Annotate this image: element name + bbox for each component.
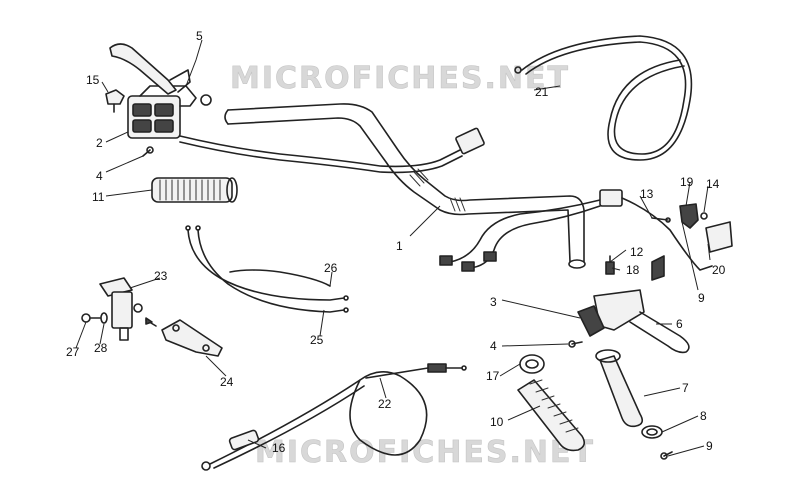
callout-24: 23 (154, 269, 168, 283)
choke-cables (185, 225, 349, 313)
callout-26: 25 (310, 333, 324, 347)
throttle-ring (641, 425, 663, 439)
callout-14: 13 (640, 187, 654, 201)
callout-21: 20 (712, 263, 726, 277)
lower-cable (201, 363, 467, 471)
callout-2: 2 (96, 136, 103, 150)
screw-upper (142, 146, 154, 157)
callout-6: 5 (196, 29, 203, 43)
right-grip (517, 379, 586, 452)
small-clip (105, 89, 125, 113)
callout-3: 3 (490, 295, 497, 309)
callout-1: 1 (396, 239, 403, 253)
left-switch-assembly (127, 85, 212, 139)
callout-7: 7 (682, 381, 689, 395)
washer (519, 354, 545, 374)
stop-switch (605, 255, 665, 281)
callout-4-upper: 4 (96, 169, 103, 183)
callout-17: 16 (272, 441, 286, 455)
callout-10: 9 (698, 291, 705, 305)
mounting-bracket (145, 317, 223, 357)
brake-switch-bracket (651, 203, 733, 253)
callout-16: 15 (86, 73, 100, 87)
choke-lever (81, 277, 143, 341)
throttle-cable-upper (514, 35, 693, 161)
handlebar (224, 103, 586, 269)
callout-5: 6 (676, 317, 683, 331)
callout-19: 18 (626, 263, 640, 277)
callout-18: 17 (486, 369, 500, 383)
callout-27: 26 (324, 261, 338, 275)
clutch-lever (109, 43, 191, 95)
callout-11: 10 (490, 415, 504, 429)
end-screw (660, 451, 673, 460)
watermark-top: MICROFICHES.NET (230, 61, 570, 96)
callout-12: 11 (92, 190, 105, 204)
center-wiring-harness (439, 189, 713, 272)
callout-15: 14 (706, 177, 720, 191)
throttle-tube (595, 349, 644, 428)
left-grip (151, 177, 238, 203)
leader-lines (75, 39, 711, 457)
callout-25: 24 (220, 375, 234, 389)
callout-4-lower: 4 (490, 339, 497, 353)
callout-23: 22 (378, 397, 392, 411)
callout-labels: 5 15 2 4 11 21 1 13 19 14 20 9 12 18 3 4… (66, 29, 726, 455)
right-brake-lever-assembly (577, 289, 690, 354)
watermark-bottom: MICROFICHES.NET (255, 435, 595, 470)
left-wiring-harness (179, 127, 485, 174)
callout-8: 8 (700, 409, 707, 423)
callout-20: 19 (680, 175, 694, 189)
screw-lower (568, 340, 583, 348)
callout-29: 28 (94, 341, 108, 355)
callout-22: 21 (535, 85, 549, 99)
callout-13: 12 (630, 245, 644, 259)
callout-28: 27 (66, 345, 80, 359)
callout-9: 9 (706, 439, 713, 453)
